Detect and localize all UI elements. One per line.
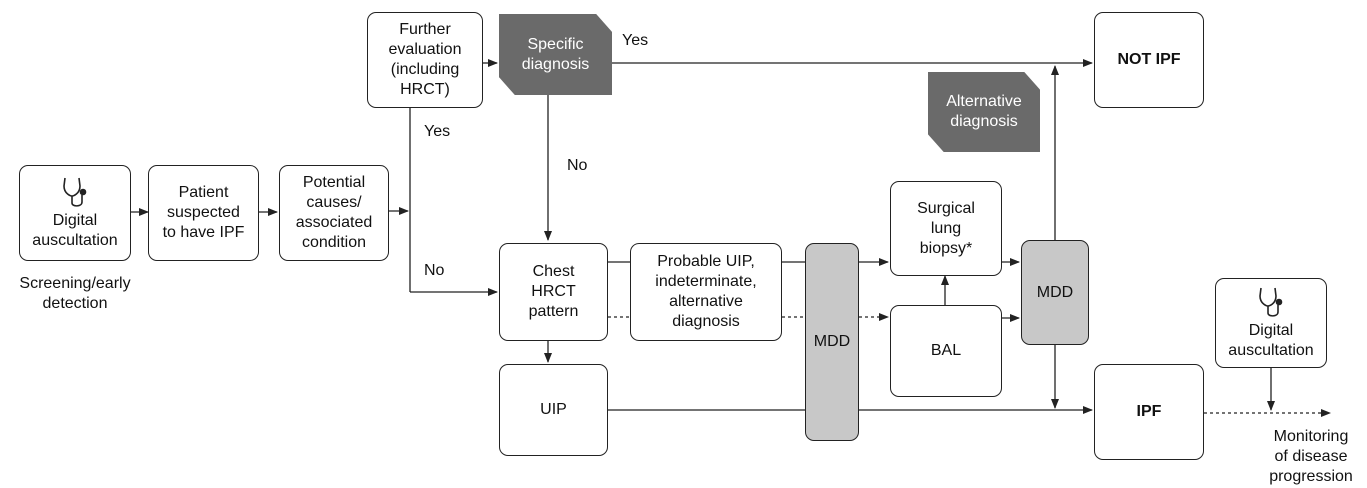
edge-label-no-left: No (424, 262, 445, 279)
chest-hrct-box: Chest HRCT pattern (499, 243, 608, 341)
edge-label-yes-top: Yes (622, 32, 649, 49)
digital-auscultation-label: Digital auscultation (32, 212, 118, 249)
alternative-diagnosis-node: Alternative diagnosis (928, 72, 1040, 152)
bal-box: BAL (890, 305, 1002, 397)
digital-auscultation-box-2: Digital auscultation (1215, 278, 1327, 368)
digital-auscultation-label-2: Digital auscultation (1228, 322, 1314, 359)
monitoring-label: Monitoring of disease progression (1269, 428, 1353, 485)
screening-label: Screening/early detection (19, 275, 131, 312)
probable-uip-box: Probable UIP, indeterminate, alternative… (630, 243, 782, 341)
ipf-box: IPF (1094, 364, 1204, 460)
specific-diagnosis-node: Specific diagnosis (499, 14, 612, 95)
further-evaluation-box: Further evaluation (including HRCT) (367, 12, 483, 108)
uip-box: UIP (499, 364, 608, 456)
mdd-box-1: MDD (805, 243, 859, 441)
potential-causes-box: Potential causes/ associated condition (279, 165, 389, 261)
not-ipf-box: NOT IPF (1094, 12, 1204, 108)
edge-label-yes-left: Yes (424, 123, 451, 140)
mdd-box-2: MDD (1021, 240, 1089, 345)
patient-suspected-box: Patient suspected to have IPF (148, 165, 259, 261)
digital-auscultation-box: Digital auscultation (19, 165, 131, 261)
surgical-lung-biopsy-box: Surgical lung biopsy* (890, 181, 1002, 276)
stethoscope-icon (1259, 287, 1283, 317)
edge-label-no-middle: No (567, 157, 588, 174)
stethoscope-icon (63, 177, 87, 207)
